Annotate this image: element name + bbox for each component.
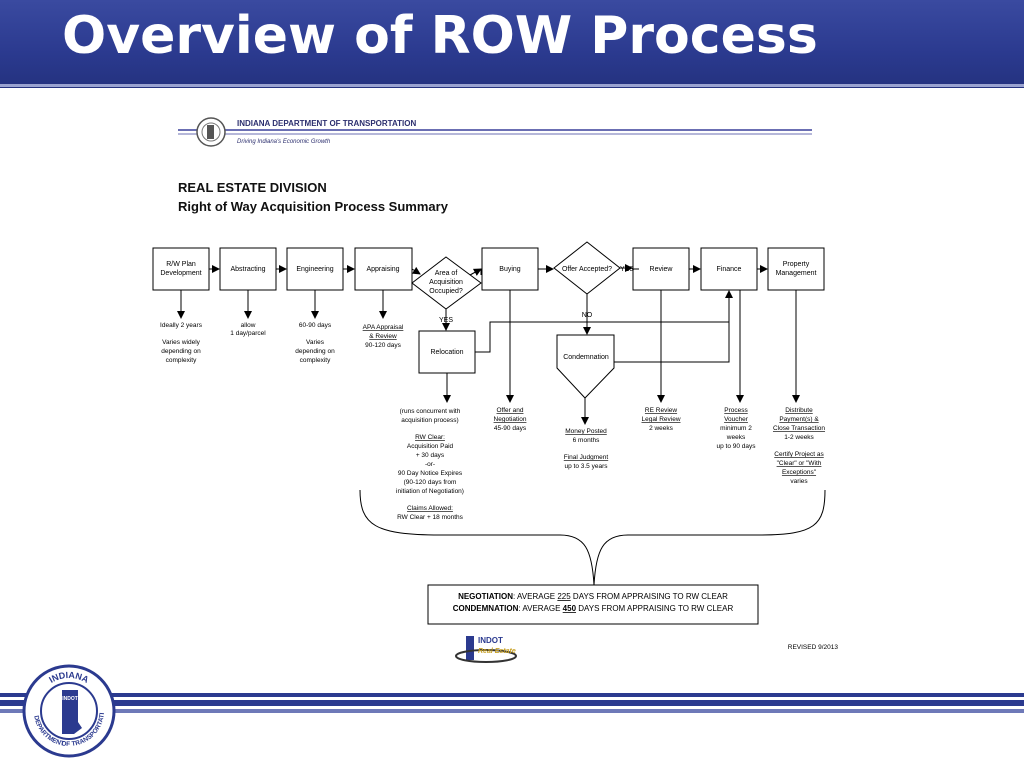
note-relocation-1: (runs concurrent with <box>400 408 461 415</box>
box-condemnation-label: Condemnation <box>563 354 609 361</box>
note-finance-2: weeks <box>726 434 746 441</box>
box-abstracting <box>219 247 277 291</box>
note-review-link-1: RE Review <box>645 407 677 414</box>
box-relocation <box>418 330 476 374</box>
note-plan-1: Ideally 2 years <box>160 322 203 329</box>
box-finance-label: Finance <box>717 266 742 273</box>
box-property-management <box>767 247 825 291</box>
doc-heading-division: REAL ESTATE DIVISION <box>178 180 327 195</box>
box-plan-label-1: R/W Plan <box>166 261 196 268</box>
letterhead-tagline: Driving Indiana's Economic Growth <box>237 139 331 145</box>
note-certify-link-3: Exceptions" <box>782 469 817 476</box>
process-boxes <box>152 241 825 399</box>
note-money-posted: 6 months <box>573 437 600 444</box>
note-certify: varies <box>790 478 808 485</box>
diamond-occupied-label-3: Occupied? <box>429 288 463 295</box>
indot-small-seal-icon <box>196 117 226 147</box>
box-buying-label: Buying <box>499 266 521 273</box>
box-abstracting-label: Abstracting <box>230 266 265 273</box>
letterhead-org: INDIANA DEPARTMENT OF TRANSPORTATION <box>237 119 416 128</box>
note-property-link-1: Distribute <box>785 407 813 414</box>
note-rw-clear-3: -or- <box>425 461 435 468</box>
note-abstracting-2: 1 day/parcel <box>230 330 266 337</box>
slide-header: Overview of ROW Process <box>0 0 1024 88</box>
note-certify-link-2: "Clear" or "With <box>777 460 822 467</box>
diamond-occupied-label-2: Acquisition <box>429 279 463 286</box>
note-rw-clear-4: 90 Day Notice Expires <box>398 470 463 477</box>
note-finance-3: up to 90 days <box>716 443 756 450</box>
indot-seal-icon: INDIANA DEPARTMENT OF TRANSPORTATION IND… <box>22 664 116 758</box>
note-certify-link-1: Certify Project as <box>774 451 824 458</box>
box-review-label: Review <box>650 266 674 273</box>
diamond-occupied-label-1: Area of <box>435 270 458 277</box>
slide-title: Overview of ROW Process <box>62 6 818 66</box>
seal-center-text: INDOT <box>62 696 78 702</box>
box-relocation-label: Relocation <box>430 349 463 356</box>
note-engineering-3: Varies <box>306 339 325 346</box>
note-rw-clear-5: (90-120 days from <box>404 479 457 486</box>
note-money-posted-link: Money Posted <box>565 428 607 435</box>
revised-date: REVISED 9/2013 <box>788 644 839 651</box>
note-finance-1: minimum 2 <box>720 425 752 432</box>
note-claims: RW Clear + 18 months <box>397 514 464 521</box>
note-property-link-3: Close Transaction <box>773 425 825 432</box>
note-buying: 45-90 days <box>494 425 527 432</box>
summary-condemnation: CONDEMNATION: AVERAGE 450 DAYS FROM APPR… <box>453 604 734 613</box>
note-engineering-1: 60-90 days <box>299 322 332 329</box>
box-appraising-label: Appraising <box>366 266 399 273</box>
note-finance-link-2: Voucher <box>724 416 749 423</box>
doc-heading-summary: Right of Way Acquisition Process Summary <box>178 199 449 214</box>
note-final-judgment: up to 3.5 years <box>565 463 609 470</box>
note-buying-link-2: Negotiation <box>494 416 527 423</box>
box-property-label-1: Property <box>783 261 810 268</box>
logo-line1: INDOT <box>478 636 503 645</box>
note-review-link-2: Legal Review <box>641 416 680 423</box>
note-rw-clear-1: Acquisition Paid <box>407 443 454 450</box>
note-engineering-4: depending on <box>295 348 335 355</box>
indot-real-estate-logo: INDOT Real Estate <box>455 636 517 663</box>
header-stripe <box>0 84 1024 87</box>
note-property-link-2: Payment(s) & <box>779 416 819 423</box>
note-appraising: 90-120 days <box>365 342 402 349</box>
note-rw-clear-2: + 30 days <box>416 452 445 459</box>
note-plan-3: Varies widely <box>162 339 201 346</box>
note-plan-4: depending on <box>161 348 201 355</box>
note-finance-link-1: Process <box>724 407 748 414</box>
note-rw-clear-title: RW Clear: <box>415 434 445 441</box>
note-engineering-5: complexity <box>300 357 331 364</box>
box-condemnation <box>556 334 615 399</box>
note-appraising-link-1: APA Appraisal <box>363 324 404 331</box>
box-engineering-label: Engineering <box>296 266 333 273</box>
letterhead: INDIANA DEPARTMENT OF TRANSPORTATION Dri… <box>178 117 812 147</box>
note-appraising-link-2: & Review <box>369 333 397 340</box>
box-property-label-2: Management <box>776 270 817 277</box>
logo-line2: Real Estate <box>478 648 516 655</box>
note-claims-title: Claims Allowed: <box>407 505 453 512</box>
note-rw-clear-6: initiation of Negotiation) <box>396 488 464 495</box>
diamond-offer-label: Offer Accepted? <box>562 266 612 273</box>
box-appraising <box>354 247 413 291</box>
note-relocation-2: acquisition process) <box>401 417 458 424</box>
summary-negotiation: NEGOTIATION: AVERAGE 225 DAYS FROM APPRA… <box>458 592 728 601</box>
box-plan-label-2: Development <box>160 270 201 277</box>
note-property: 1-2 weeks <box>784 434 814 441</box>
note-review: 2 weeks <box>649 425 674 432</box>
note-plan-5: complexity <box>166 357 197 364</box>
box-plan-development <box>152 247 210 291</box>
box-finance <box>700 247 758 291</box>
note-final-judgment-link: Final Judgment <box>564 454 609 461</box>
duration-notes: Ideally 2 years Varies widely depending … <box>160 322 825 521</box>
note-buying-link-1: Offer and <box>497 407 524 414</box>
summary-box: NEGOTIATION: AVERAGE 225 DAYS FROM APPRA… <box>427 584 759 625</box>
note-abstracting-1: allow <box>241 322 256 329</box>
